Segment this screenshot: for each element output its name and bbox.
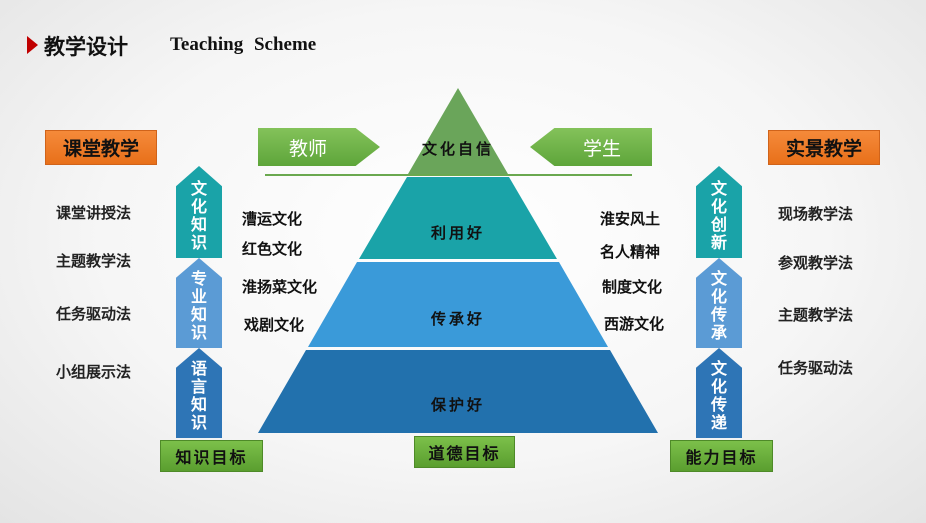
level-label: 传承好 xyxy=(430,310,485,328)
moral-goal-label: 道德目标 xyxy=(414,436,515,468)
pyramid-level-inherit xyxy=(308,262,608,347)
student-label: 学生 xyxy=(582,137,621,160)
culture-knowledge-arrow: 文化知识 xyxy=(176,166,222,258)
arrow-label: 文化传承 xyxy=(711,269,728,342)
culture-item: 戏剧文化 xyxy=(244,316,305,334)
pyramid-level-utilize xyxy=(359,177,557,259)
knowledge-goal-label: 知识目标 xyxy=(160,440,263,472)
arrow-label: 文化创新 xyxy=(711,179,728,252)
arrow-label: 语言知识 xyxy=(191,359,208,432)
culture-item: 漕运文化 xyxy=(242,210,303,228)
onsite-teaching-heading: 实景教学 xyxy=(768,130,880,165)
culture-item: 红色文化 xyxy=(242,240,303,258)
culture-inheritance-arrow: 文化传承 xyxy=(696,258,742,348)
arrow-label: 专业知识 xyxy=(191,269,208,342)
culture-item: 淮扬菜文化 xyxy=(242,278,318,296)
level-label: 文化自信 xyxy=(421,140,494,158)
arrow-label: 文化传递 xyxy=(711,359,728,432)
left-method: 任务驱动法 xyxy=(56,305,132,323)
left-method: 小组展示法 xyxy=(56,363,132,381)
arrow-label: 文化知识 xyxy=(191,179,208,252)
ability-goal-label: 能力目标 xyxy=(670,440,773,472)
right-method: 参观教学法 xyxy=(778,254,854,272)
pyramid-level-confidence xyxy=(408,88,508,174)
student-arrow: 学生 xyxy=(530,128,652,166)
page-subtitle: Teaching Scheme xyxy=(170,34,317,55)
teacher-arrow: 教师 xyxy=(258,128,380,166)
page-title: 教学设计 xyxy=(44,35,128,59)
right-method: 主题教学法 xyxy=(778,306,854,324)
right-method: 任务驱动法 xyxy=(778,359,854,377)
level-label: 利用好 xyxy=(430,224,485,242)
culture-item: 制度文化 xyxy=(602,278,663,296)
culture-transmission-arrow: 文化传递 xyxy=(696,348,742,438)
culture-innovation-arrow: 文化创新 xyxy=(696,166,742,258)
culture-item: 淮安风土 xyxy=(600,210,661,228)
left-method: 主题教学法 xyxy=(56,252,132,270)
professional-knowledge-arrow: 专业知识 xyxy=(176,258,222,348)
culture-item: 西游文化 xyxy=(604,315,665,333)
level-label: 保护好 xyxy=(430,396,485,414)
title-marker-icon xyxy=(27,36,38,54)
pyramid-level-protect xyxy=(258,350,658,433)
teacher-label: 教师 xyxy=(288,137,327,160)
left-method: 课堂讲授法 xyxy=(56,204,132,222)
right-method: 现场教学法 xyxy=(778,205,854,223)
culture-item: 名人精神 xyxy=(600,243,661,261)
language-knowledge-arrow: 语言知识 xyxy=(176,348,222,438)
classroom-teaching-heading: 课堂教学 xyxy=(45,130,157,165)
